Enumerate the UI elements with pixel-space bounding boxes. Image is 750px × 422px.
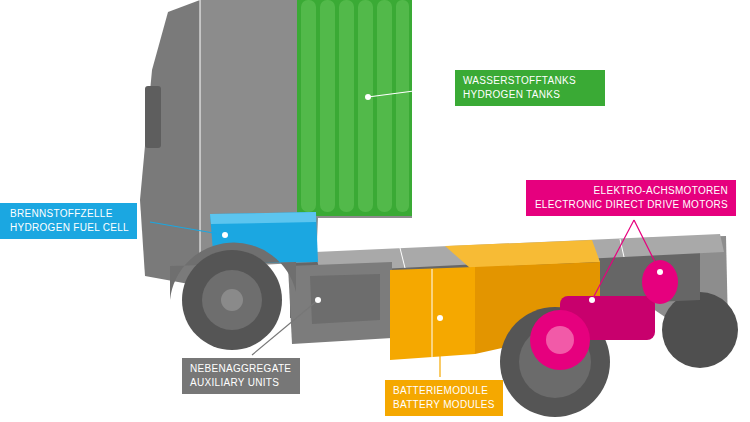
- mirror: [145, 86, 161, 148]
- motor-far: [642, 260, 678, 304]
- tank-rib: [396, 0, 409, 212]
- front-wheel: [182, 250, 282, 350]
- label-heading: ELEKTRO-ACHSMOTOREN: [534, 184, 728, 198]
- motor-near: [530, 310, 590, 370]
- cab-front: [140, 0, 200, 286]
- cab-side: [200, 0, 412, 268]
- label-translation: HYDROGEN TANKS: [463, 88, 597, 102]
- tank-rib: [358, 0, 373, 212]
- battery-label: BATTERIEMODULEBATTERY MODULES: [385, 380, 503, 416]
- motor-label: ELEKTRO-ACHSMOTORENELECTRONIC DIRECT DRI…: [526, 180, 736, 216]
- leader-dot: [365, 94, 371, 100]
- motor-hub: [546, 326, 574, 354]
- front-hub: [221, 289, 243, 311]
- leader-line: [368, 86, 452, 97]
- leader-dot: [657, 269, 663, 275]
- tank-rib: [339, 0, 354, 212]
- leader-dot: [315, 297, 321, 303]
- label-heading: BATTERIEMODULE: [393, 384, 495, 398]
- tank-label: WASSERSTOFFTANKSHYDROGEN TANKS: [455, 70, 605, 106]
- label-translation: HYDROGEN FUEL CELL: [10, 221, 129, 235]
- auxiliary-detail: [310, 274, 380, 324]
- leader-dot: [437, 315, 443, 321]
- leader-line: [439, 318, 440, 377]
- tank-rib: [377, 0, 392, 212]
- auxiliary-label: NEBENAGGREGATEAUXILIARY UNITS: [182, 358, 300, 394]
- hydrogen-tanks: [297, 0, 412, 216]
- tank-rib: [301, 0, 316, 212]
- leader-line: [150, 222, 225, 235]
- slab-seam: [400, 248, 405, 268]
- leader-line: [634, 220, 660, 272]
- label-heading: WASSERSTOFFTANKS: [463, 74, 597, 88]
- label-translation: AUXILIARY UNITS: [190, 376, 292, 390]
- fuel-cell-top: [210, 212, 316, 224]
- leader-line: [592, 220, 634, 300]
- label-translation: BATTERY MODULES: [393, 398, 495, 412]
- fuel-cell-label: BRENNSTOFFZELLEHYDROGEN FUEL CELL: [0, 203, 137, 239]
- rear-wheel-far: [662, 292, 738, 368]
- auxiliary-units: [288, 262, 392, 344]
- label-translation: ELECTRONIC DIRECT DRIVE MOTORS: [534, 198, 728, 212]
- leader-line: [252, 300, 318, 355]
- label-heading: NEBENAGGREGATE: [190, 362, 292, 376]
- leader-dot: [589, 297, 595, 303]
- battery-front: [390, 267, 475, 360]
- leader-dot: [222, 232, 228, 238]
- battery-seam: [432, 269, 433, 357]
- front-rim: [202, 270, 262, 330]
- tank-rib: [320, 0, 335, 212]
- label-heading: BRENNSTOFFZELLE: [10, 207, 129, 221]
- cab-edge: [200, 0, 201, 286]
